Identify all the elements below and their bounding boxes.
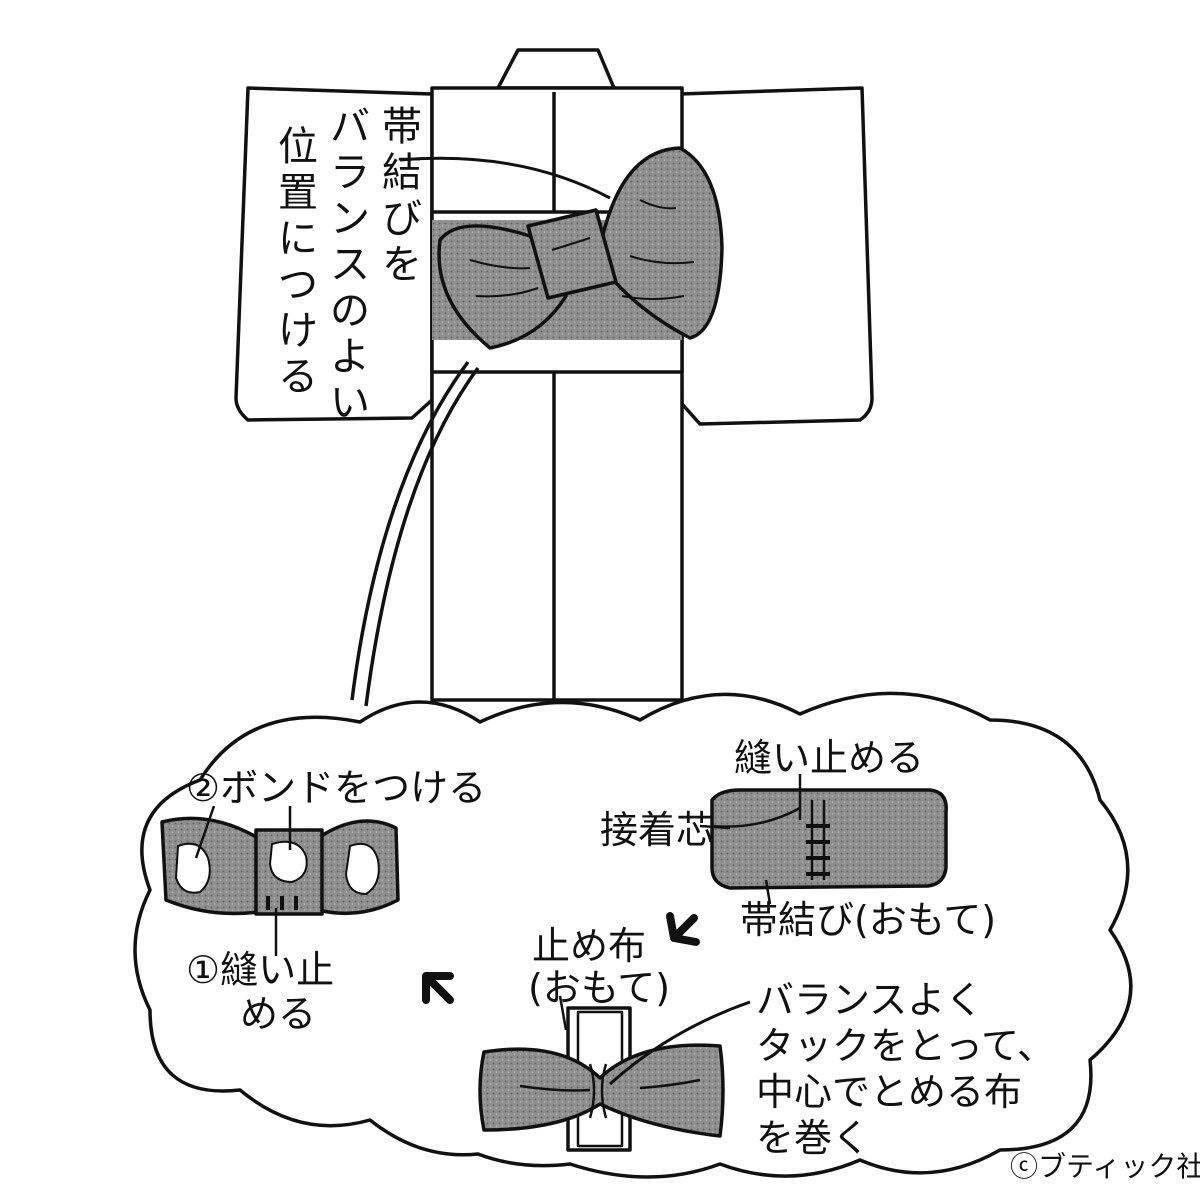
- label-wrap-line-1: バランスよく: [756, 978, 984, 1022]
- bow-with-stop-cloth: [478, 1006, 725, 1152]
- label-obi-bow-front: 帯結び(おもて): [740, 898, 997, 942]
- leader-interfacing: [699, 824, 731, 830]
- folded-obi-band: [710, 788, 948, 890]
- bow-right-wing: [598, 146, 724, 340]
- obi-bow-on-kimono: [432, 146, 724, 350]
- finished-bow: [160, 816, 400, 916]
- bond-patch-right: [345, 842, 380, 895]
- bond-patch-center: [269, 840, 308, 883]
- label-stop-cloth-side: (おもて): [528, 966, 671, 1010]
- kimono-collar: [496, 48, 616, 90]
- bond-patch-left: [175, 842, 211, 894]
- arrow-up-left-icon: [422, 972, 454, 1004]
- leader-obi-bow: [764, 879, 772, 905]
- label-wrap-line-2: タックをとって、: [756, 1024, 1056, 1068]
- label-stop-cloth: 止め布: [532, 924, 647, 968]
- top-note-column-2: バランスのよい: [330, 104, 370, 426]
- copyright-credit: ⓒブティック社: [1010, 1150, 1200, 1183]
- label-wrap-line-3: 中心でとめる布: [756, 1070, 1023, 1114]
- top-note-column-1: 帯結びを: [382, 104, 422, 288]
- label-bond: ②ボンドをつける: [186, 766, 487, 810]
- label-wrap-line-4: を巻く: [756, 1116, 871, 1160]
- arrow-down-left-icon: [666, 912, 700, 946]
- leader-stop-cloth: [558, 995, 568, 1031]
- bubble-connector: [350, 360, 480, 707]
- label-interfacing: 接着芯: [600, 808, 715, 852]
- leader-wrap-instruction: [608, 1000, 751, 1086]
- kimono-left-sleeve: [234, 86, 434, 422]
- bow-knot: [526, 208, 618, 300]
- kimono-right-sleeve: [678, 86, 874, 426]
- label-sew-final-2: める: [240, 992, 317, 1036]
- leader-top-note: [399, 156, 611, 200]
- label-sew-center: 縫い止める: [734, 736, 925, 780]
- bow-left-wing: [437, 224, 568, 350]
- leader-bond: [194, 805, 292, 859]
- top-note-column-3: 位置につける: [278, 124, 318, 400]
- label-sew-final-1: ①縫い止: [186, 948, 335, 992]
